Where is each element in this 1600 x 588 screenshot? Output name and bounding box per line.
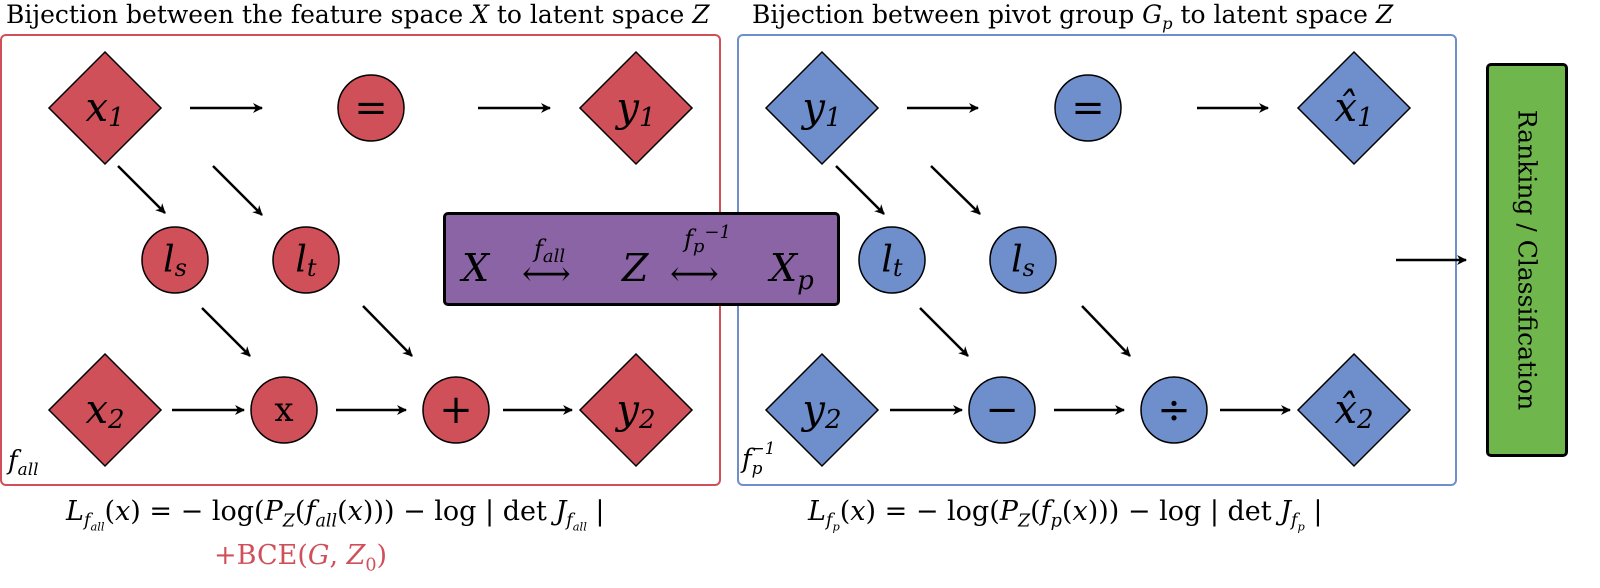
ranking-classification-box: Ranking / Classification: [1486, 63, 1568, 457]
node-left-x2: [47, 352, 163, 468]
node-right-xh2: [1296, 352, 1412, 468]
label-right-eq: =: [1071, 85, 1105, 131]
svg-text:fp−1: fp−1: [682, 222, 731, 257]
node-left-eq: [337, 74, 405, 142]
right-corner-label: fp−1: [742, 438, 776, 478]
arrow-y1-lt: [835, 165, 885, 215]
node-right-y1: [764, 50, 880, 166]
node-right-eq: [1054, 74, 1122, 142]
label-left-y1: y1: [614, 85, 655, 133]
svg-text:⟷: ⟷: [670, 254, 719, 294]
label-right-div: ÷: [1157, 387, 1191, 433]
arrow-lt-plus: [362, 305, 413, 357]
node-left-mul: [250, 376, 318, 444]
node-right-lt: [858, 226, 926, 294]
left-loss-extra: +BCE(G, Z0): [214, 540, 388, 576]
mapping-box: X fall ⟷ Z fp−1 ⟷ Xp: [443, 212, 840, 306]
node-left-x1: [47, 50, 163, 166]
svg-text:Xp: Xp: [767, 246, 814, 296]
label-left-plus: +: [439, 387, 473, 433]
node-right-minus: [968, 376, 1036, 444]
svg-text:X: X: [459, 246, 491, 290]
mapping-formula: X fall ⟷ Z fp−1 ⟷ Xp: [459, 222, 814, 296]
right-panel-title: Bijection between pivot group Gp to late…: [752, 0, 1394, 33]
node-right-y2: [764, 352, 880, 468]
arrow-lt-minus: [919, 307, 969, 357]
label-right-minus: −: [985, 387, 1019, 433]
svg-text:⟷: ⟷: [522, 254, 571, 294]
label-left-x1: x1: [85, 85, 124, 133]
arrow-x1-ls: [117, 165, 166, 214]
left-panel-title: Bijection between the feature space X to…: [6, 0, 710, 29]
node-right-xh1: [1296, 50, 1412, 166]
node-left-lt: [272, 226, 340, 294]
node-right-ls: [989, 226, 1057, 294]
node-left-plus: [422, 376, 490, 444]
node-left-ls: [141, 226, 209, 294]
svg-text:Z: Z: [621, 246, 649, 290]
arrow-y1-ls: [930, 165, 981, 215]
ranking-classification-label: Ranking / Classification: [1512, 109, 1542, 411]
right-loss-formula: Lfp(x) = − log(PZ(fp(x))) − log | det Jf…: [808, 496, 1323, 534]
left-corner-label: fall: [8, 446, 39, 480]
label-left-eq: =: [354, 85, 388, 131]
label-right-xh1: x̂1: [1334, 85, 1373, 133]
label-left-mul: x: [274, 390, 293, 430]
left-loss-formula: Lfall(x) = − log(PZ(fall(x))) − log | de…: [66, 496, 605, 534]
arrow-ls-div: [1081, 305, 1131, 357]
node-left-y2: [578, 352, 694, 468]
arrow-x1-lt: [212, 165, 263, 216]
node-left-y1: [578, 50, 694, 166]
node-right-div: [1140, 376, 1208, 444]
arrow-ls-mul: [201, 307, 251, 357]
